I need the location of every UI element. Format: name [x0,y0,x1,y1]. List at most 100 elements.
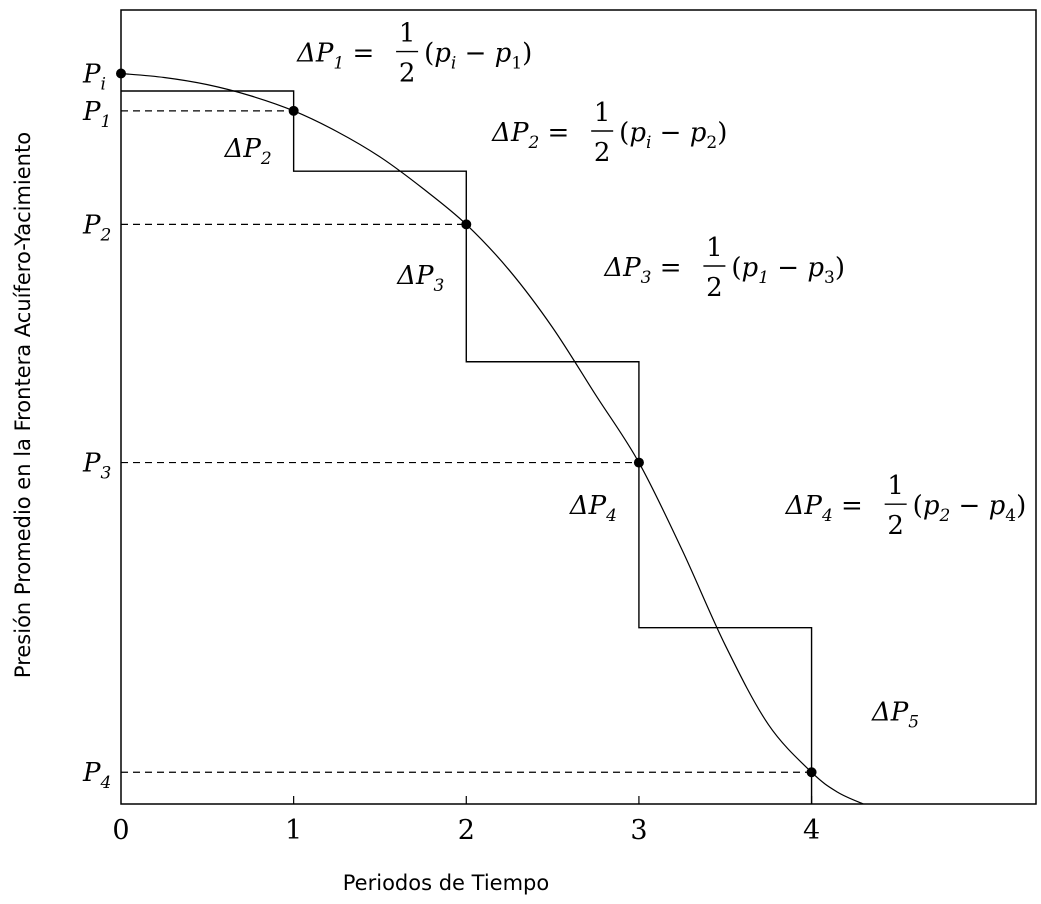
point-label-main: P [82,97,101,127]
equation-lhs-sub: 3 [641,268,652,288]
equation-rhs: (p1 − p3) [731,253,845,288]
guide-lines [121,110,812,773]
rhs-p-a-sub: i [451,54,456,74]
rhs-p-b: p [807,253,824,283]
rhs-minus: − [950,491,988,521]
equation-2: ΔP2 = 12(pi − p2) [491,98,727,168]
x-tick-label-1: 1 [285,815,302,846]
equation-equals: = [833,491,863,521]
step-label-sub: 5 [908,713,919,733]
fraction-den: 2 [706,273,723,303]
rhs-minus: − [456,39,494,69]
step-label-2: ΔP2 [224,134,272,169]
points-layer [116,68,817,778]
step-label-main: ΔP [224,134,262,164]
equation-1: ΔP1 = 12(pi − p1) [296,19,532,89]
equation-lhs-main: ΔP [296,39,334,69]
x-ticks: 0 1 2 3 4 [112,796,820,846]
fraction-num: 1 [706,233,723,263]
equation-equals: = [344,39,374,69]
equation-lhs-main: ΔP [491,118,529,148]
rhs-p-b: p [495,39,512,69]
point-label-main: P [82,449,101,479]
point-label-4: P4 [82,758,111,793]
step-series [121,90,813,804]
x-tick-label-0: 0 [112,815,129,846]
rhs-p-b-sub: 4 [1005,506,1016,526]
paren-close: ) [522,39,532,69]
rhs-p-a-sub: 2 [938,506,950,526]
point-label-main: P [82,210,101,240]
step-label-sub: 2 [260,149,272,169]
rhs-p-b: p [989,491,1006,521]
rhs-minus: − [769,253,807,283]
rhs-p-a: p [434,39,451,69]
equation-rhs: (p2 − p4) [913,491,1027,526]
point-4 [806,767,817,778]
step-label-main: ΔP [569,491,607,521]
rhs-p-b-sub: 3 [824,268,835,288]
paren-close: ) [1016,491,1026,521]
point-label-i: Pi [82,60,106,95]
equation-equals: = [539,118,569,148]
step-label-main: ΔP [396,261,434,291]
step-label-4: ΔP4 [569,491,617,526]
point-label-main: P [82,758,101,788]
fraction-num: 1 [594,98,611,128]
paren-open: ( [619,118,629,148]
rhs-p-a: p [629,118,646,148]
point-label-3: P3 [82,449,111,484]
point-label-2: P2 [82,210,111,245]
y-axis-label: Presión Promedio en la Frontera Acuífero… [11,132,35,678]
point-3 [633,457,644,468]
fraction-num: 1 [887,471,904,501]
fraction-den: 2 [594,138,611,168]
rhs-p-b-sub: 1 [511,54,522,74]
point-label-sub: i [101,75,106,95]
equation-lhs-sub: 2 [527,133,539,153]
equation-lhs: ΔP4 = [785,491,863,526]
paren-close: ) [835,253,845,283]
equation-lhs: ΔP1 = [296,39,374,74]
pressure-curve [120,72,864,805]
step-lines [121,90,813,804]
equation-3: ΔP3 = 12(p1 − p3) [603,233,845,303]
rhs-p-a: p [923,491,940,521]
plot-frame [120,9,1037,805]
point-label-sub: 4 [100,773,112,793]
equation-lhs-main: ΔP [785,491,823,521]
rhs-minus: − [651,118,689,148]
rhs-p-a-sub: 1 [758,268,769,288]
equation-equals: = [652,253,682,283]
fraction-den: 2 [887,511,904,541]
x-tick-label-3: 3 [630,815,647,846]
equation-rhs: (pi − p1) [424,39,532,74]
paren-close: ) [717,118,727,148]
point-label-1: P1 [82,97,111,132]
rhs-p-a-sub: i [646,133,651,153]
rhs-p-b: p [690,118,707,148]
step-label-main: ΔP [871,698,909,728]
point-label-sub: 1 [101,112,112,132]
equation-lhs-sub: 4 [821,506,833,526]
rhs-p-b-sub: 2 [706,133,717,153]
step-label-5: ΔP5 [871,698,919,733]
curve-layer [120,72,864,805]
paren-open: ( [913,491,923,521]
x-axis-label: Periodos de Tiempo [343,871,549,895]
step-label-3: ΔP3 [396,261,444,296]
x-tick-label-4: 4 [803,815,820,846]
x-tick-label-2: 2 [458,815,475,846]
fraction-den: 2 [399,59,416,89]
point-2 [461,219,472,230]
equation-lhs: ΔP2 = [491,118,569,153]
point-label-main: P [82,60,101,90]
paren-open: ( [731,253,741,283]
equation-lhs-sub: 1 [333,54,344,74]
equation-annotations: ΔP1 = 12(pi − p1)ΔP2 = 12(pi − p2)ΔP3 = … [296,19,1026,542]
step-label-sub: 3 [434,276,445,296]
equation-4: ΔP4 = 12(p2 − p4) [785,471,1027,541]
